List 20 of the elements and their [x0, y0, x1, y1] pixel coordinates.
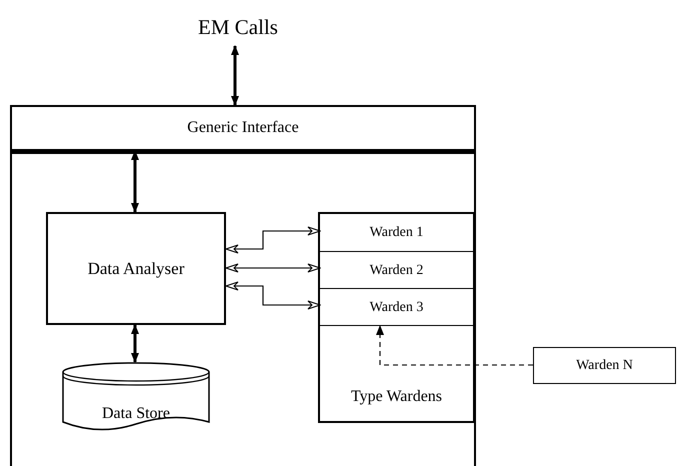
- heading-text: EM Calls: [198, 14, 278, 42]
- node-label: Generic Interface: [187, 118, 299, 138]
- container-box: [10, 150, 476, 466]
- node-label: Data Analyser: [88, 258, 184, 280]
- arrow: [226, 282, 320, 310]
- arrow: [226, 226, 320, 254]
- arrow: [376, 325, 533, 366]
- arrow: [131, 324, 139, 363]
- group-box: [318, 212, 475, 423]
- node-label: Warden N: [576, 357, 633, 375]
- process-box: [533, 347, 676, 384]
- interface-box: [10, 105, 476, 151]
- node-label: Type Wardens: [350, 387, 442, 407]
- node-label: Warden 2: [370, 262, 424, 280]
- arrow: [226, 264, 320, 272]
- process-box: [46, 212, 226, 325]
- node-label: Warden 3: [370, 298, 424, 316]
- arrow: [231, 45, 239, 106]
- node-label: Warden 1: [370, 224, 424, 242]
- node-label: Data Store: [102, 404, 170, 424]
